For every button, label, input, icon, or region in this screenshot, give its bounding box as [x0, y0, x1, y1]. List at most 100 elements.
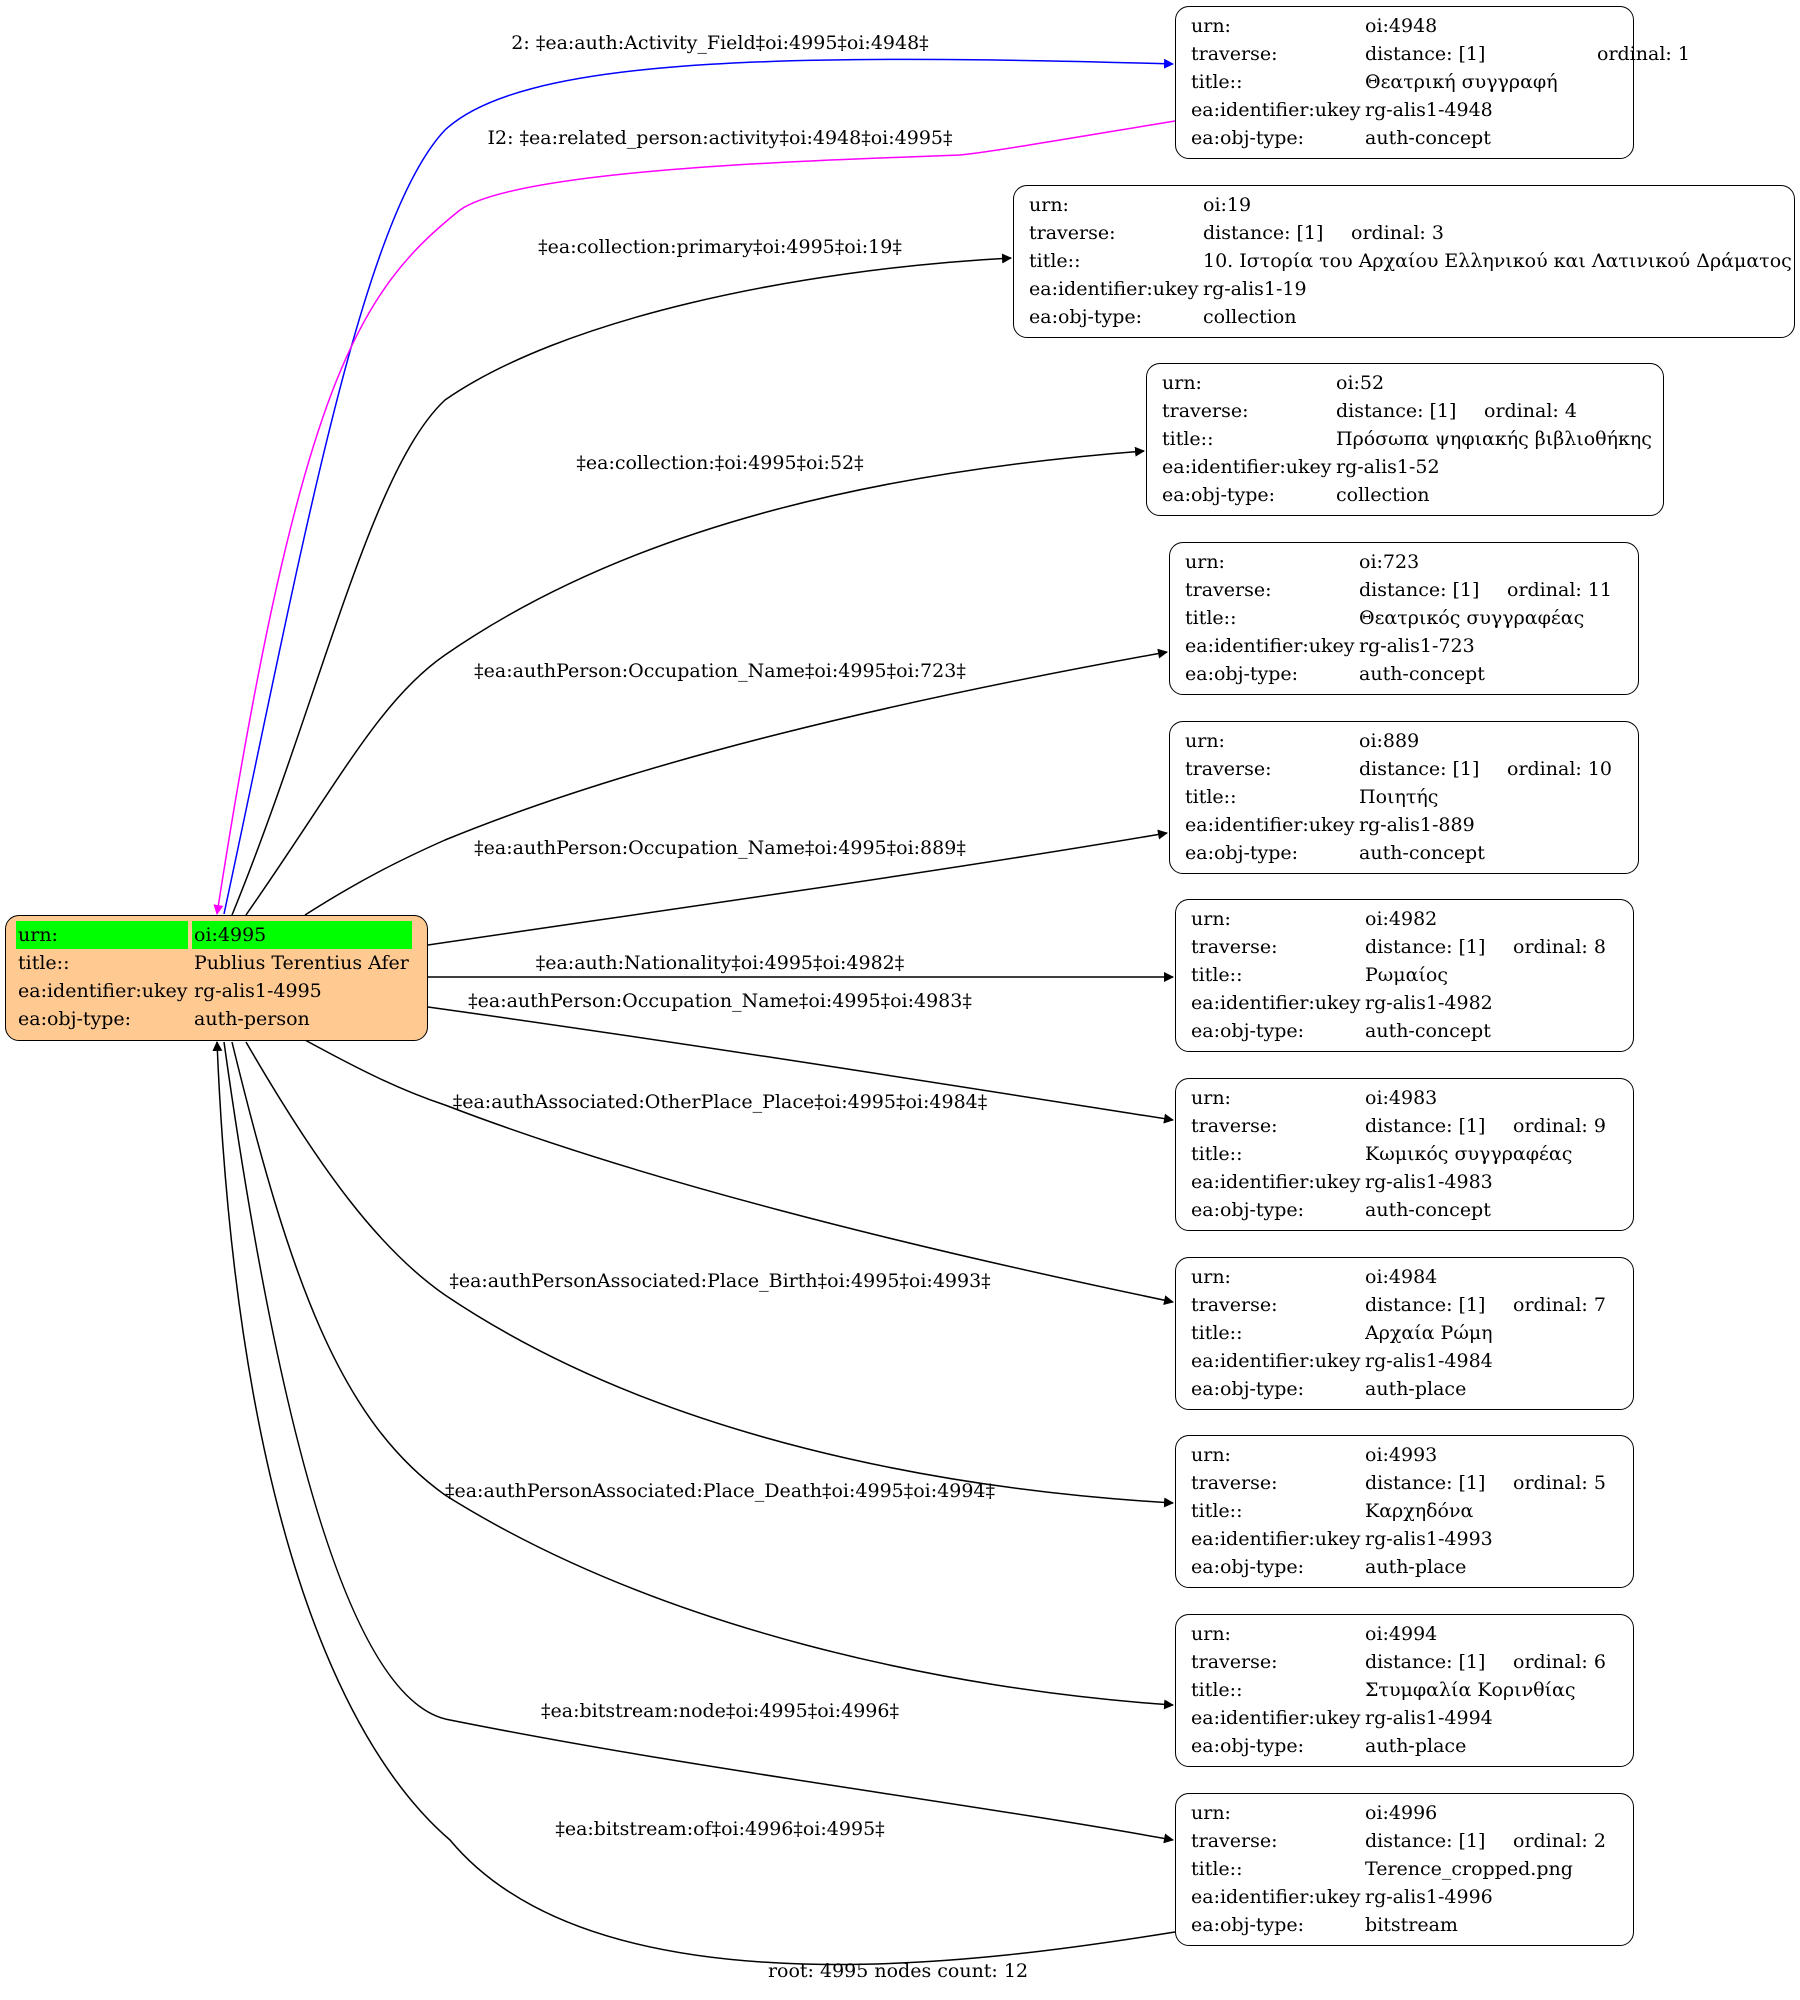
node-ordinal-value: ordinal: 6 [1513, 1651, 1606, 1673]
node-traverse-value: distance: [1] [1365, 936, 1486, 958]
node-title-row: title::Καρχηδόνα [1191, 1497, 1633, 1525]
node-traverse-row: traverse:distance: [1]ordinal: 9 [1191, 1112, 1633, 1140]
node-ukey-key: ea:identifier:ukey [1191, 1707, 1361, 1729]
edge-8 [304, 1039, 1174, 1306]
node-urn-row: urn:oi:52 [1162, 369, 1663, 397]
edge-3 [245, 446, 1145, 916]
node-ukey-value: rg-alis1-4994 [1365, 1707, 1493, 1729]
node-traverse-key: traverse: [1185, 579, 1272, 601]
node-traverse-row: traverse:distance: [1]ordinal: 11 [1185, 576, 1638, 604]
root-node[interactable]: urn: oi:4995 title:: Publius Terentius A… [5, 915, 428, 1041]
node-traverse-key: traverse: [1191, 1472, 1278, 1494]
node-traverse-key: traverse: [1162, 400, 1249, 422]
node-ukey-key: ea:identifier:ukey [1191, 992, 1361, 1014]
node-traverse-value: distance: [1] [1365, 1115, 1486, 1137]
edge-5 [427, 829, 1168, 946]
node-traverse-row: traverse:distance: [1]ordinal: 7 [1191, 1291, 1633, 1319]
edge-7 [427, 1006, 1174, 1124]
node-ukey-key: ea:identifier:ukey [1191, 1350, 1361, 1372]
node-title-key: title:: [1029, 250, 1081, 272]
node-urn-row: urn:oi:4983 [1191, 1084, 1633, 1112]
node-title-row: title::10. Ιστορία του Αρχαίου Ελληνικού… [1029, 247, 1794, 275]
edge-label-9: ‡ea:authPersonAssociated:Place_Birth‡oi:… [449, 1270, 991, 1292]
node-title-value: Θεατρικός συγγραφέας [1359, 607, 1585, 629]
root-title-key: title:: [18, 952, 70, 974]
node-traverse-value: distance: [1] [1359, 579, 1480, 601]
node-urn-key: urn: [1029, 194, 1069, 216]
node-objtype-key: ea:obj-type: [1185, 663, 1299, 685]
node-traverse-row: traverse:distance: [1]ordinal: 2 [1191, 1827, 1633, 1855]
node-title-row: title::Στυμφαλία Κορινθίας [1191, 1676, 1633, 1704]
node-title-key: title:: [1191, 1322, 1243, 1344]
node-ordinal-value: ordinal: 10 [1507, 758, 1613, 780]
node-objtype-key: ea:obj-type: [1191, 1735, 1305, 1757]
edge-11 [223, 1041, 1174, 1844]
node-ukey-value: rg-alis1-4984 [1365, 1350, 1493, 1372]
node-title-value: 10. Ιστορία του Αρχαίου Ελληνικού και Λα… [1203, 250, 1792, 272]
node-title-key: title:: [1162, 428, 1214, 450]
edge-4 [304, 648, 1168, 916]
root-ukey-key: ea:identifier:ukey [18, 980, 188, 1002]
node-traverse-row: traverse:distance: [1]ordinal: 3 [1029, 219, 1794, 247]
node-ukey-key: ea:identifier:ukey [1191, 1886, 1361, 1908]
edge-label-1: I2: ‡ea:related_person:activity‡oi:4948‡… [487, 127, 953, 149]
node-objtype-value: auth-place [1365, 1556, 1467, 1578]
node-ordinal-value: ordinal: 5 [1513, 1472, 1606, 1494]
node-title-value: Αρχαία Ρώμη [1365, 1322, 1493, 1344]
node-title-key: title:: [1191, 1858, 1243, 1880]
node-traverse-row: traverse:distance: [1]ordinal: 10 [1185, 755, 1638, 783]
node-title-key: title:: [1185, 786, 1237, 808]
edge-1 [213, 120, 1176, 915]
node-traverse-value: distance: [1] [1365, 1651, 1486, 1673]
node-ukey-key: ea:identifier:ukey [1185, 814, 1355, 836]
node-title-value: Θεατρική συγγραφή [1365, 71, 1558, 93]
node-urn-value: oi:723 [1359, 551, 1420, 573]
node-ukey-key: ea:identifier:ukey [1191, 99, 1361, 121]
edge-10 [231, 1041, 1174, 1710]
node-objtype-value: auth-concept [1365, 1199, 1491, 1221]
node-title-row: title::Ρωμαίος [1191, 961, 1633, 989]
node-ukey-value: rg-alis1-723 [1359, 635, 1475, 657]
node-traverse-row: traverse:distance: [1]ordinal: 5 [1191, 1469, 1633, 1497]
node-objtype-value: auth-concept [1365, 1020, 1491, 1042]
node-objtype-row: ea:obj-type:auth-concept [1185, 839, 1638, 867]
node-urn-key: urn: [1191, 15, 1231, 37]
node-objtype-value: bitstream [1365, 1914, 1458, 1936]
node-ordinal-value: ordinal: 3 [1351, 222, 1444, 244]
node-objtype-row: ea:obj-type:auth-concept [1191, 1196, 1633, 1224]
node-objtype-value: auth-concept [1359, 842, 1485, 864]
node-title-key: title:: [1191, 1143, 1243, 1165]
node-ukey-value: rg-alis1-52 [1336, 456, 1440, 478]
node-objtype-row: ea:obj-type:auth-concept [1185, 660, 1638, 688]
node-title-row: title::Θεατρικός συγγραφέας [1185, 604, 1638, 632]
node-objtype-row: ea:obj-type: bitstream [1191, 1911, 1633, 1939]
edge-label-7: ‡ea:authPerson:Occupation_Name‡oi:4995‡o… [468, 990, 972, 1012]
node-urn-row: urn:oi:4994 [1191, 1620, 1633, 1648]
node-objtype-key: ea:obj-type: [1191, 1914, 1305, 1936]
node-objtype-key: ea:obj-type: [1191, 127, 1305, 149]
node-title-row: title::Πρόσωπα ψηφιακής βιβλιοθήκης [1162, 425, 1663, 453]
node-objtype-row: ea:obj-type:auth-concept [1191, 1017, 1633, 1045]
root-urn-row: urn: oi:4995 [16, 921, 427, 949]
edge-label-3: ‡ea:collection:‡oi:4995‡oi:52‡ [576, 452, 864, 474]
node-objtype-key: ea:obj-type: [1191, 1378, 1305, 1400]
node-urn-row: urn:oi:19 [1029, 191, 1794, 219]
node-ukey-key: ea:identifier:ukey [1191, 1171, 1361, 1193]
